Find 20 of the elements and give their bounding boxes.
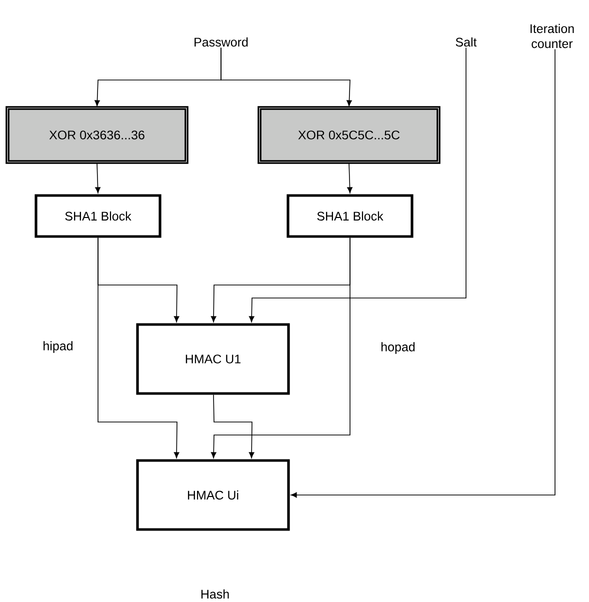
input-label: Iteration counter [530,24,574,48]
arrow [210,237,350,458]
signal-label: hipad [44,341,72,353]
input-label: Password [194,37,248,47]
arrow [220,47,352,106]
process-box: SHA1 Block [286,194,414,238]
signal-label: hopad [381,342,415,354]
process-box: HMAC U1 [136,323,290,395]
signal-label: Hash [201,589,229,599]
xor-box: XOR 0x3636...36 [6,106,188,164]
arrow [95,162,100,194]
process-box: HMAC Ui [136,459,290,531]
arrow [248,47,466,322]
arrow [98,237,180,458]
arrow [213,394,254,458]
process-box: SHA1 Block [34,194,162,238]
arrow [290,48,556,498]
xor-box: XOR 0x5C5C...5C [258,106,440,164]
input-label: Salt [456,37,477,47]
arrow [347,162,352,194]
